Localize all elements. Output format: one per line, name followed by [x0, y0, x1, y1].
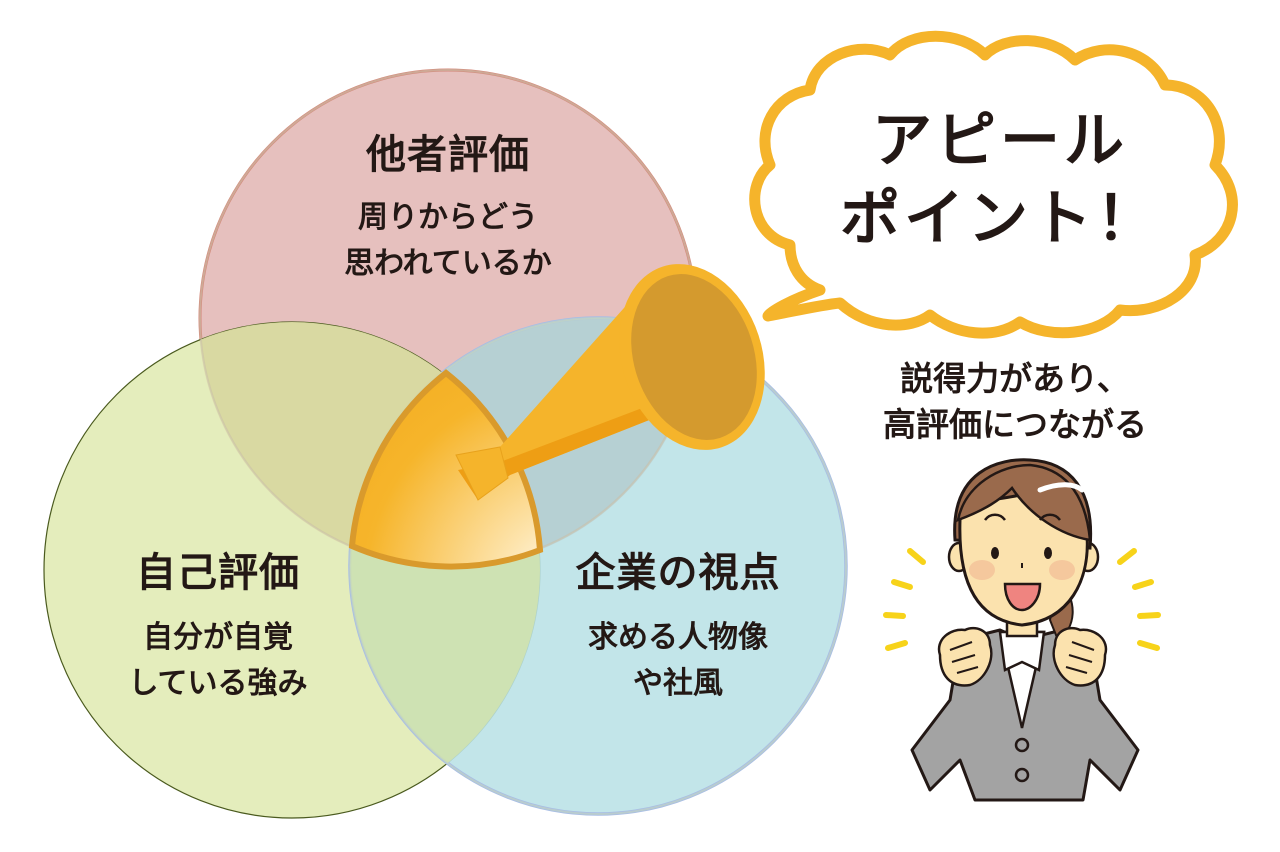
result-text-line1: 説得力があり、	[900, 359, 1130, 398]
businesswoman-illustration	[883, 458, 1161, 802]
others-evaluation-description-line2: 思われているか	[344, 246, 552, 281]
company-view-description-line2: や社風	[633, 666, 723, 701]
megaphone-icon	[455, 264, 765, 501]
speech-bubble	[749, 30, 1238, 339]
others-evaluation-title: 他者評価	[366, 132, 530, 178]
self-evaluation-description-line1: 自分が自覚	[143, 620, 293, 655]
self-evaluation-title: 自己評価	[136, 550, 300, 596]
appeal-point-core	[350, 322, 540, 566]
others-evaluation-description-line1: 周りからどう	[358, 200, 538, 235]
sparkle-icon	[883, 548, 1161, 651]
company-view-title: 企業の視点	[575, 550, 781, 596]
result-text-line2: 高評価につながる	[883, 405, 1147, 444]
company-view-description-line1: 求める人物像	[588, 620, 768, 655]
appeal-point-heading-line1: アピール	[872, 106, 1128, 176]
appeal-point-heading-line2: ポイント！	[840, 184, 1160, 254]
self-evaluation-description-line2: している強み	[128, 666, 308, 701]
